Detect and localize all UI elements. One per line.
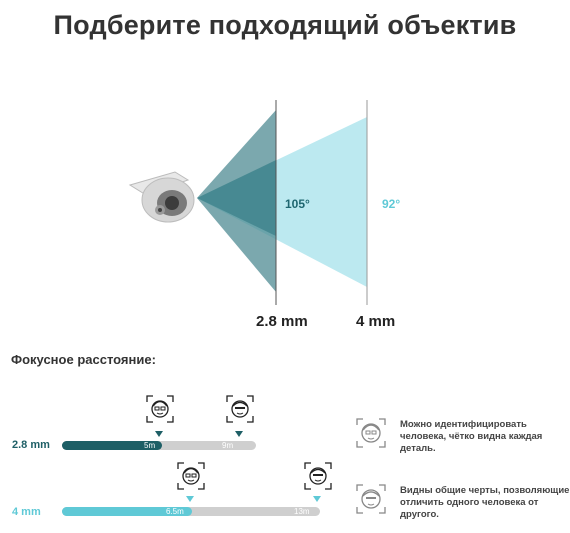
legend-text-general: Видны общие черты, позволяющие отличить … (400, 485, 570, 520)
row-label-4mm: 4 mm (12, 506, 41, 518)
marker-far-4mm (313, 496, 321, 502)
lens-label-2-8mm: 2.8 mm (256, 313, 308, 330)
bar-near-4mm: 6.5m (166, 507, 184, 516)
page-title: Подберите подходящий объектив (53, 10, 517, 40)
face-general-icon (356, 484, 386, 514)
fov-overlap (197, 160, 276, 236)
lens-label-4mm: 4 mm (356, 313, 396, 330)
face-detailed-icon (177, 462, 205, 490)
legend-text-detailed: Можно идентифицировать человека, чётко в… (400, 419, 543, 454)
face-general-icon (304, 462, 332, 490)
bar-far-4mm: 13m (294, 507, 310, 516)
face-detailed-icon (146, 395, 174, 423)
face-detailed-icon (356, 418, 386, 448)
marker-near-4mm (186, 496, 194, 502)
bar-fill-4mm (62, 507, 192, 516)
focal-title: Фокусное расстояние: (11, 352, 156, 367)
face-general-icon (226, 395, 254, 423)
marker-near-2-8mm (155, 431, 163, 437)
angle-2-8mm: 105° (285, 197, 310, 211)
bar-fill-2-8mm (62, 441, 162, 450)
marker-far-2-8mm (235, 431, 243, 437)
fov-4mm-cone (197, 117, 367, 287)
row-label-2-8mm: 2.8 mm (12, 439, 50, 451)
bar-near-2-8mm: 5m (144, 441, 156, 450)
bar-far-2-8mm: 9m (222, 441, 234, 450)
fov-diagram (128, 100, 368, 305)
angle-4mm: 92° (382, 197, 401, 211)
camera-icon (128, 171, 195, 223)
